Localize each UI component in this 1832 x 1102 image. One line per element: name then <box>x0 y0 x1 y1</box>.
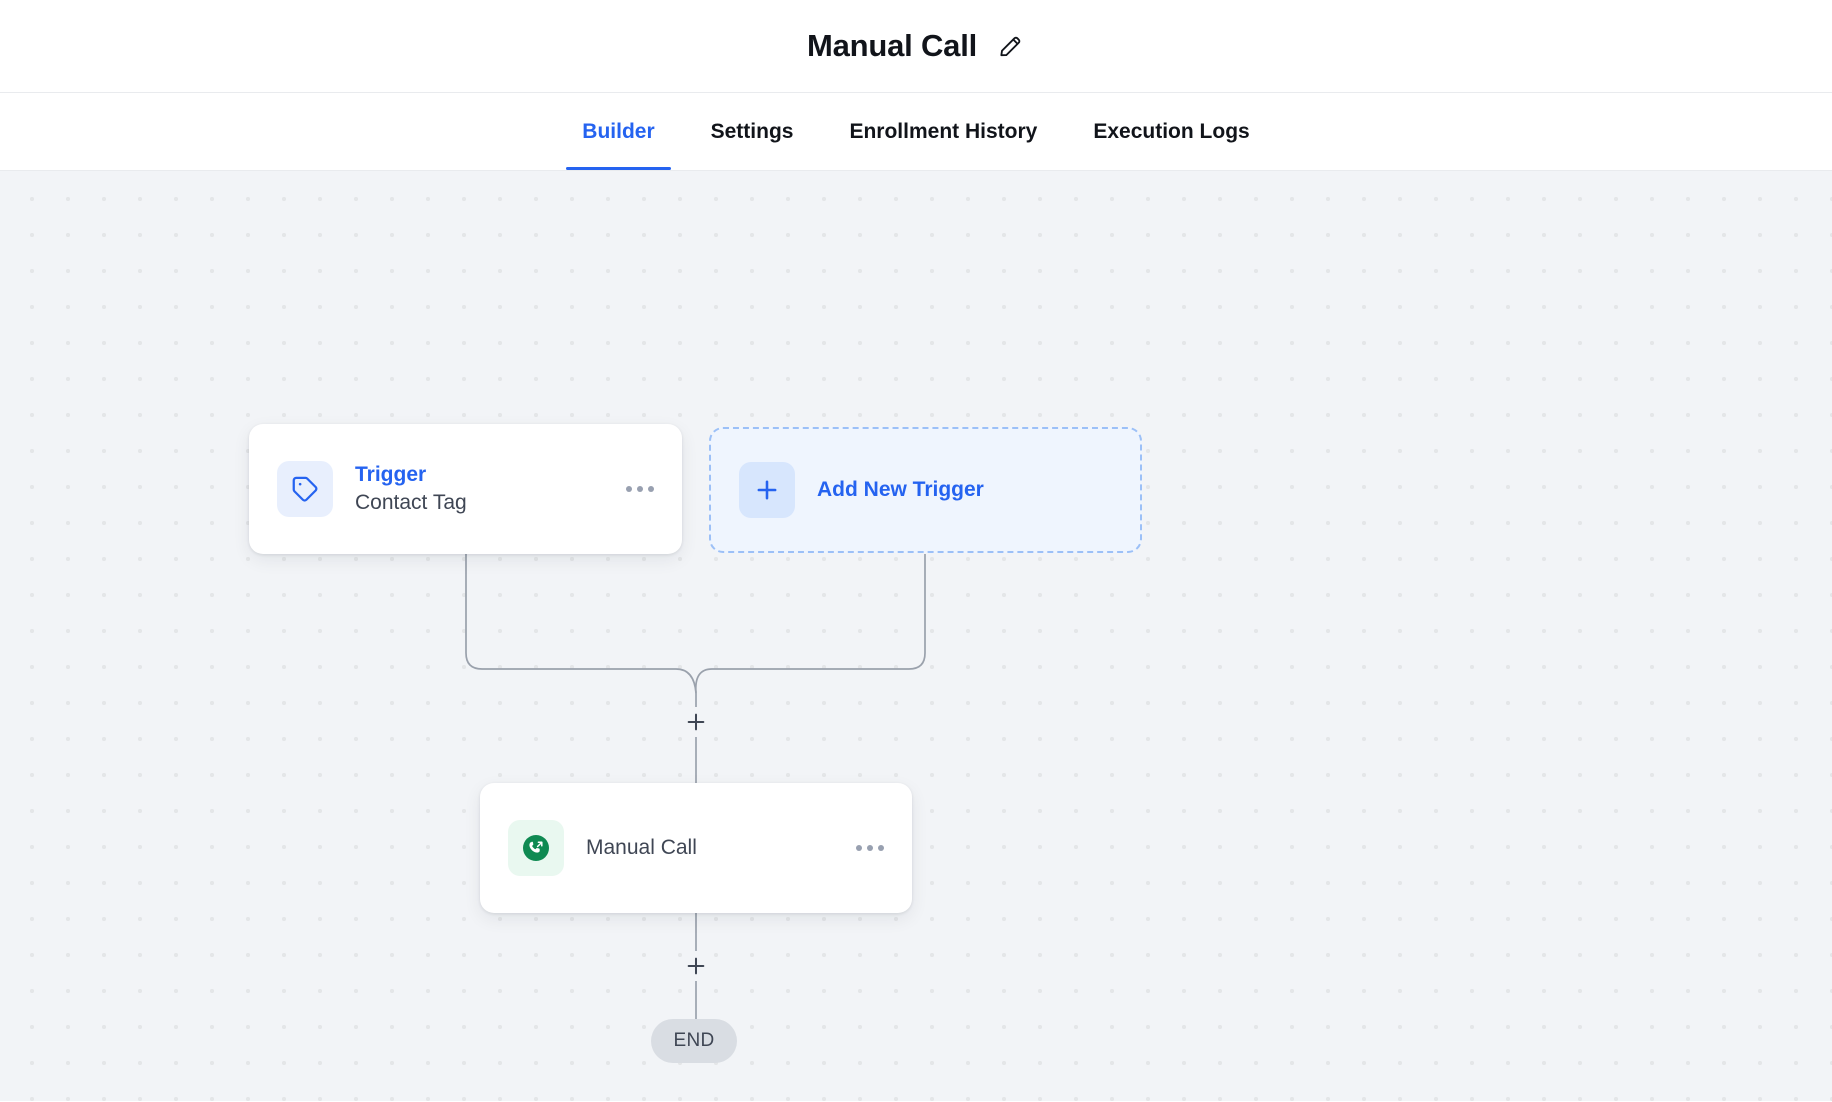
connector-lines <box>465 554 926 1023</box>
page-title: Manual Call <box>806 28 978 63</box>
ellipsis-horizontal-icon[interactable] <box>852 837 888 859</box>
dot <box>626 486 632 492</box>
add-new-trigger-label: Add New Trigger <box>817 478 984 501</box>
tab-builder[interactable]: Builder <box>554 93 682 170</box>
add-step-button-lower[interactable] <box>681 951 711 981</box>
plus-icon <box>739 462 795 518</box>
tag-icon <box>277 461 333 517</box>
pencil-edit-icon[interactable] <box>995 31 1025 61</box>
title-wrap: Manual Call <box>807 28 1025 64</box>
add-new-trigger-button[interactable]: Add New Trigger <box>709 427 1142 553</box>
workflow-canvas[interactable]: Trigger Contact Tag Add New Trigger <box>0 171 1832 1101</box>
node-trigger-subtitle: Contact Tag <box>355 491 467 514</box>
add-step-button-upper[interactable] <box>681 707 711 737</box>
end-badge: END <box>651 1019 737 1063</box>
ellipsis-horizontal-icon[interactable] <box>622 478 658 500</box>
node-trigger-label: Trigger <box>355 462 427 486</box>
app-header: Manual Call <box>0 0 1832 93</box>
dot <box>867 845 873 851</box>
tab-settings[interactable]: Settings <box>710 119 794 143</box>
tab-bar: Builder Settings Enrollment History Exec… <box>0 93 1832 171</box>
dot <box>637 486 643 492</box>
tab-enrollment-history[interactable]: Enrollment History <box>849 119 1038 143</box>
dot <box>648 486 654 492</box>
node-action-label: Manual Call <box>586 835 697 859</box>
node-trigger-text: Trigger Contact Tag <box>355 461 622 518</box>
tab-execution-logs[interactable]: Execution Logs <box>1093 119 1250 143</box>
node-action-text: Manual Call <box>586 834 852 862</box>
node-action-card[interactable]: Manual Call <box>480 783 912 913</box>
dot <box>856 845 862 851</box>
phone-outgoing-call-icon <box>508 820 564 876</box>
dot <box>878 845 884 851</box>
node-trigger-card[interactable]: Trigger Contact Tag <box>249 424 682 554</box>
